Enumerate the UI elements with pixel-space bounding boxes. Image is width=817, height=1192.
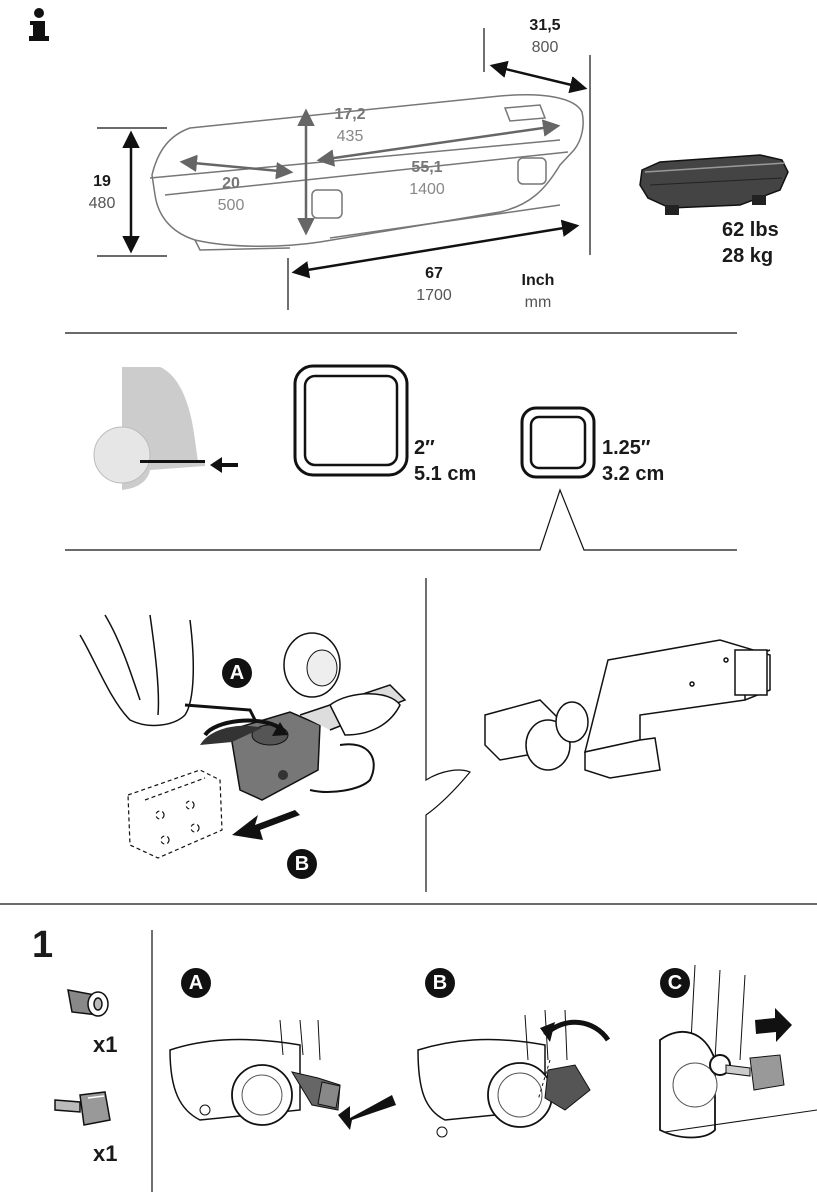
hitch-125in-label: 1.25″ 3.2 cm bbox=[602, 435, 664, 487]
inner-width-dimension: 20 500 bbox=[201, 173, 261, 217]
step-a-drawing bbox=[169, 1019, 396, 1130]
lock-cylinder-icon bbox=[67, 989, 109, 1017]
pull-arrow-icon bbox=[232, 810, 300, 840]
inner-width-mm: 500 bbox=[217, 197, 245, 214]
depth-mm: 800 bbox=[531, 39, 559, 56]
weight-lbs: 62 lbs bbox=[722, 219, 779, 241]
step-a-badge: A bbox=[181, 968, 211, 998]
rotate-arrow-icon bbox=[203, 718, 288, 737]
weight-kg: 28 kg bbox=[722, 245, 774, 267]
inner-length-inch: 55,1 bbox=[411, 159, 443, 176]
lock-quantity: x1 bbox=[93, 1032, 118, 1057]
dimension-lines bbox=[97, 28, 591, 310]
step-b-drawing bbox=[417, 1009, 611, 1138]
panel-divider bbox=[425, 578, 471, 892]
callout-b-badge: B bbox=[287, 849, 317, 879]
hitch-125in-icon bbox=[520, 406, 596, 479]
hitch-2in-inch: 2″ bbox=[414, 437, 435, 459]
step-c-drawing bbox=[659, 964, 817, 1139]
step-c-badge: C bbox=[660, 968, 690, 998]
step-b-badge: B bbox=[425, 968, 455, 998]
height-dimension: 19 480 bbox=[72, 171, 132, 215]
key-icon bbox=[54, 1091, 111, 1126]
divider-callout bbox=[65, 488, 737, 551]
depth-dimension: 31,5 800 bbox=[515, 15, 575, 59]
unit-inch: Inch bbox=[521, 272, 555, 289]
hitch-2in-label: 2″ 5.1 cm bbox=[414, 435, 476, 487]
hitch-125in-cm: 3.2 cm bbox=[602, 463, 665, 485]
outer-length-inch: 67 bbox=[425, 265, 443, 282]
outer-length-dimension: 67 1700 bbox=[404, 263, 464, 307]
unit-mm: mm bbox=[524, 294, 552, 311]
inner-length-mm: 1400 bbox=[409, 181, 445, 198]
cargo-box-thumbnail bbox=[639, 154, 789, 215]
lid-height-dimension: 17,2 435 bbox=[320, 104, 380, 148]
callout-a-badge: A bbox=[222, 658, 252, 688]
car-rear-icon bbox=[93, 367, 238, 490]
lid-height-inch: 17,2 bbox=[334, 106, 366, 123]
hitch-2in-icon bbox=[293, 364, 409, 477]
hitch-2in-cm: 5.1 cm bbox=[414, 463, 477, 485]
mounted-adapter-drawing bbox=[484, 639, 771, 779]
hitch-adapter-drawing bbox=[200, 632, 407, 801]
units-legend: Inch mm bbox=[500, 270, 576, 314]
inner-dimension-lines bbox=[179, 108, 561, 236]
height-inch: 19 bbox=[93, 173, 111, 190]
hitch-125in-inch: 1.25″ bbox=[602, 437, 651, 459]
step-number: 1 bbox=[32, 924, 54, 966]
weight-label: 62 lbs 28 kg bbox=[722, 217, 779, 269]
depth-inch: 31,5 bbox=[529, 17, 561, 34]
key-quantity: x1 bbox=[93, 1141, 118, 1166]
lid-height-mm: 435 bbox=[336, 128, 364, 145]
outer-length-mm: 1700 bbox=[416, 287, 452, 304]
height-mm: 480 bbox=[88, 195, 116, 212]
inner-length-dimension: 55,1 1400 bbox=[397, 157, 457, 201]
removed-insert-drawing bbox=[127, 769, 223, 859]
info-icon bbox=[29, 8, 49, 41]
inner-width-inch: 20 bbox=[222, 175, 240, 192]
